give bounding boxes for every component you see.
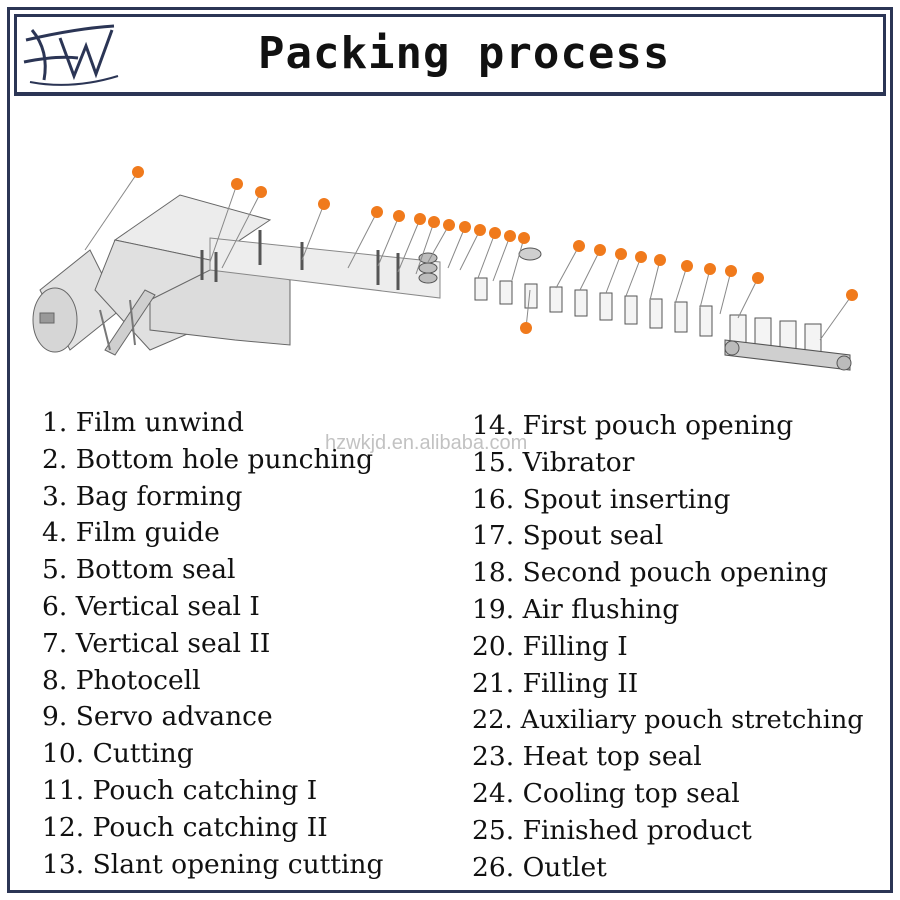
step-13: 13. Slant opening cutting <box>42 848 384 880</box>
step-19: 19. Air flushing <box>472 593 680 625</box>
step-1: 1. Film unwind <box>42 407 244 438</box>
fw-script-logo-icon <box>23 24 119 86</box>
step-2: 2. Bottom hole punching <box>42 443 374 475</box>
pouch-row <box>474 277 822 355</box>
step-24: 24. Cooling top seal <box>472 777 740 809</box>
step-23: 23. Heat top seal <box>472 741 702 773</box>
step-12: 12. Pouch catching II <box>42 811 328 843</box>
packing-machine-illustration <box>32 166 858 371</box>
outlet-conveyor <box>724 339 852 371</box>
step-6: 6. Vertical seal I <box>42 590 260 622</box>
step-11: 11. Pouch catching I <box>42 774 318 806</box>
step-15: 15. Vibrator <box>472 446 635 478</box>
seal-stations <box>200 230 400 290</box>
step-25: 25. Finished product <box>472 814 752 846</box>
outer-frame <box>7 7 893 893</box>
steps-list-left: 1. Film unwind 2. Bottom hole punching 3… <box>42 405 383 883</box>
step-26: 26. Outlet <box>472 851 607 883</box>
step-3: 3. Bag forming <box>42 480 243 512</box>
step-10: 10. Cutting <box>42 738 194 770</box>
step-16: 16. Spout inserting <box>472 483 731 515</box>
forming-frame <box>94 194 291 356</box>
step-4: 4. Film guide <box>42 517 220 549</box>
page-title: Packing process <box>258 28 671 79</box>
header-divider <box>14 92 886 96</box>
watermark-text: hzwkjd.en.alibaba.com <box>325 432 528 454</box>
film-web <box>209 237 441 299</box>
steps-list-right: 14. First pouch opening 15. Vibrator 16.… <box>472 408 864 886</box>
step-7: 7. Vertical seal II <box>42 627 271 659</box>
step-20: 20. Filling I <box>472 630 628 662</box>
step-17: 17. Spout seal <box>472 520 664 552</box>
step-5: 5. Bottom seal <box>42 554 236 586</box>
orange-dot-icon <box>132 166 858 334</box>
step-8: 8. Photocell <box>42 664 201 696</box>
spout-rollers <box>418 247 542 284</box>
step-18: 18. Second pouch opening <box>472 557 829 589</box>
step-14: 14. First pouch opening <box>472 410 794 441</box>
step-22: 22. Auxiliary pouch stretching <box>472 705 864 736</box>
film-roll <box>32 249 121 353</box>
step-21: 21. Filling II <box>472 667 639 699</box>
callout-markers <box>84 171 853 341</box>
step-9: 9. Servo advance <box>42 701 273 733</box>
